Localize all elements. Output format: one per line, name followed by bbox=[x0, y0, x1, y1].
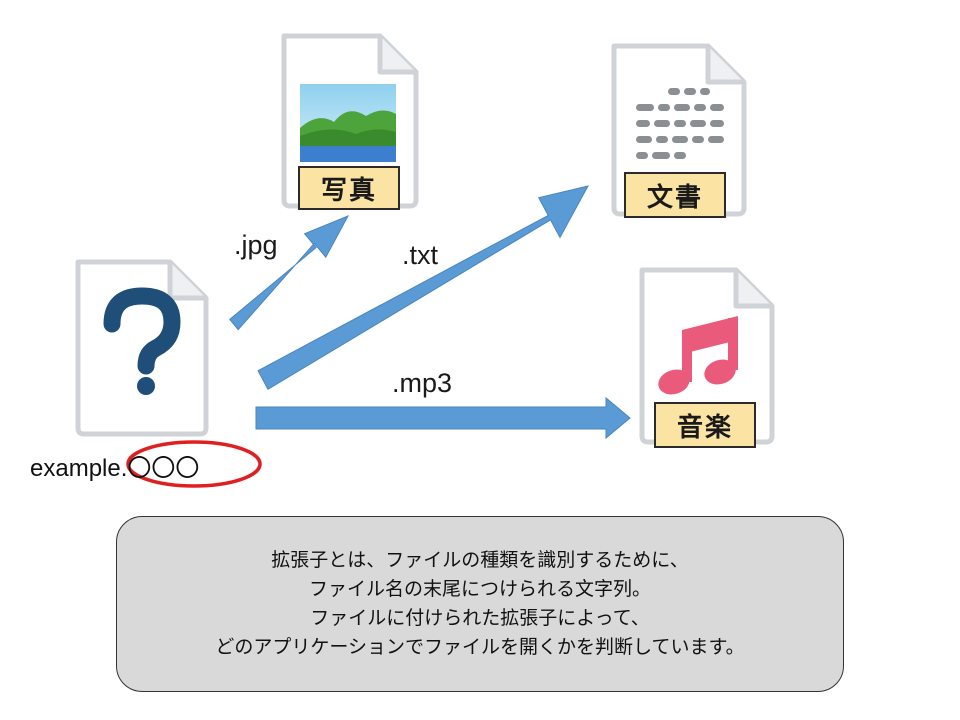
question-file-icon bbox=[75, 259, 209, 437]
music-file-icon bbox=[639, 267, 775, 445]
description-line: ファイル名の末尾につけられる文字列。 bbox=[308, 578, 651, 600]
extension-mp3-label: .mp3 bbox=[392, 368, 453, 398]
description-box: 拡張子とは、ファイルの種類を識別するために、 ファイル名の末尾につけられる文字列… bbox=[116, 516, 844, 692]
description-line: ファイルに付けられた拡張子によって、 bbox=[310, 607, 650, 629]
file-name-base: example. bbox=[30, 455, 128, 482]
arrow-to-music bbox=[255, 396, 631, 440]
file-name-extension: 〇〇〇 bbox=[127, 455, 200, 482]
document-label: 文書 bbox=[624, 172, 726, 218]
extension-txt-label: .txt bbox=[402, 240, 439, 270]
arrow-to-document bbox=[257, 185, 589, 391]
music-label: 音楽 bbox=[654, 402, 756, 448]
arrow-to-photo bbox=[229, 215, 350, 331]
photo-label: 写真 bbox=[298, 166, 400, 210]
extension-highlight-ring bbox=[126, 440, 262, 488]
description-line: どのアプリケーションでファイルを開くかを判断しています。 bbox=[215, 636, 745, 658]
extension-jpg-label: .jpg bbox=[234, 230, 278, 260]
photo-file-icon bbox=[281, 33, 419, 209]
description-line: 拡張子とは、ファイルの種類を識別するために、 bbox=[271, 549, 689, 571]
unknown-file-name: example.〇〇〇 bbox=[30, 448, 199, 483]
